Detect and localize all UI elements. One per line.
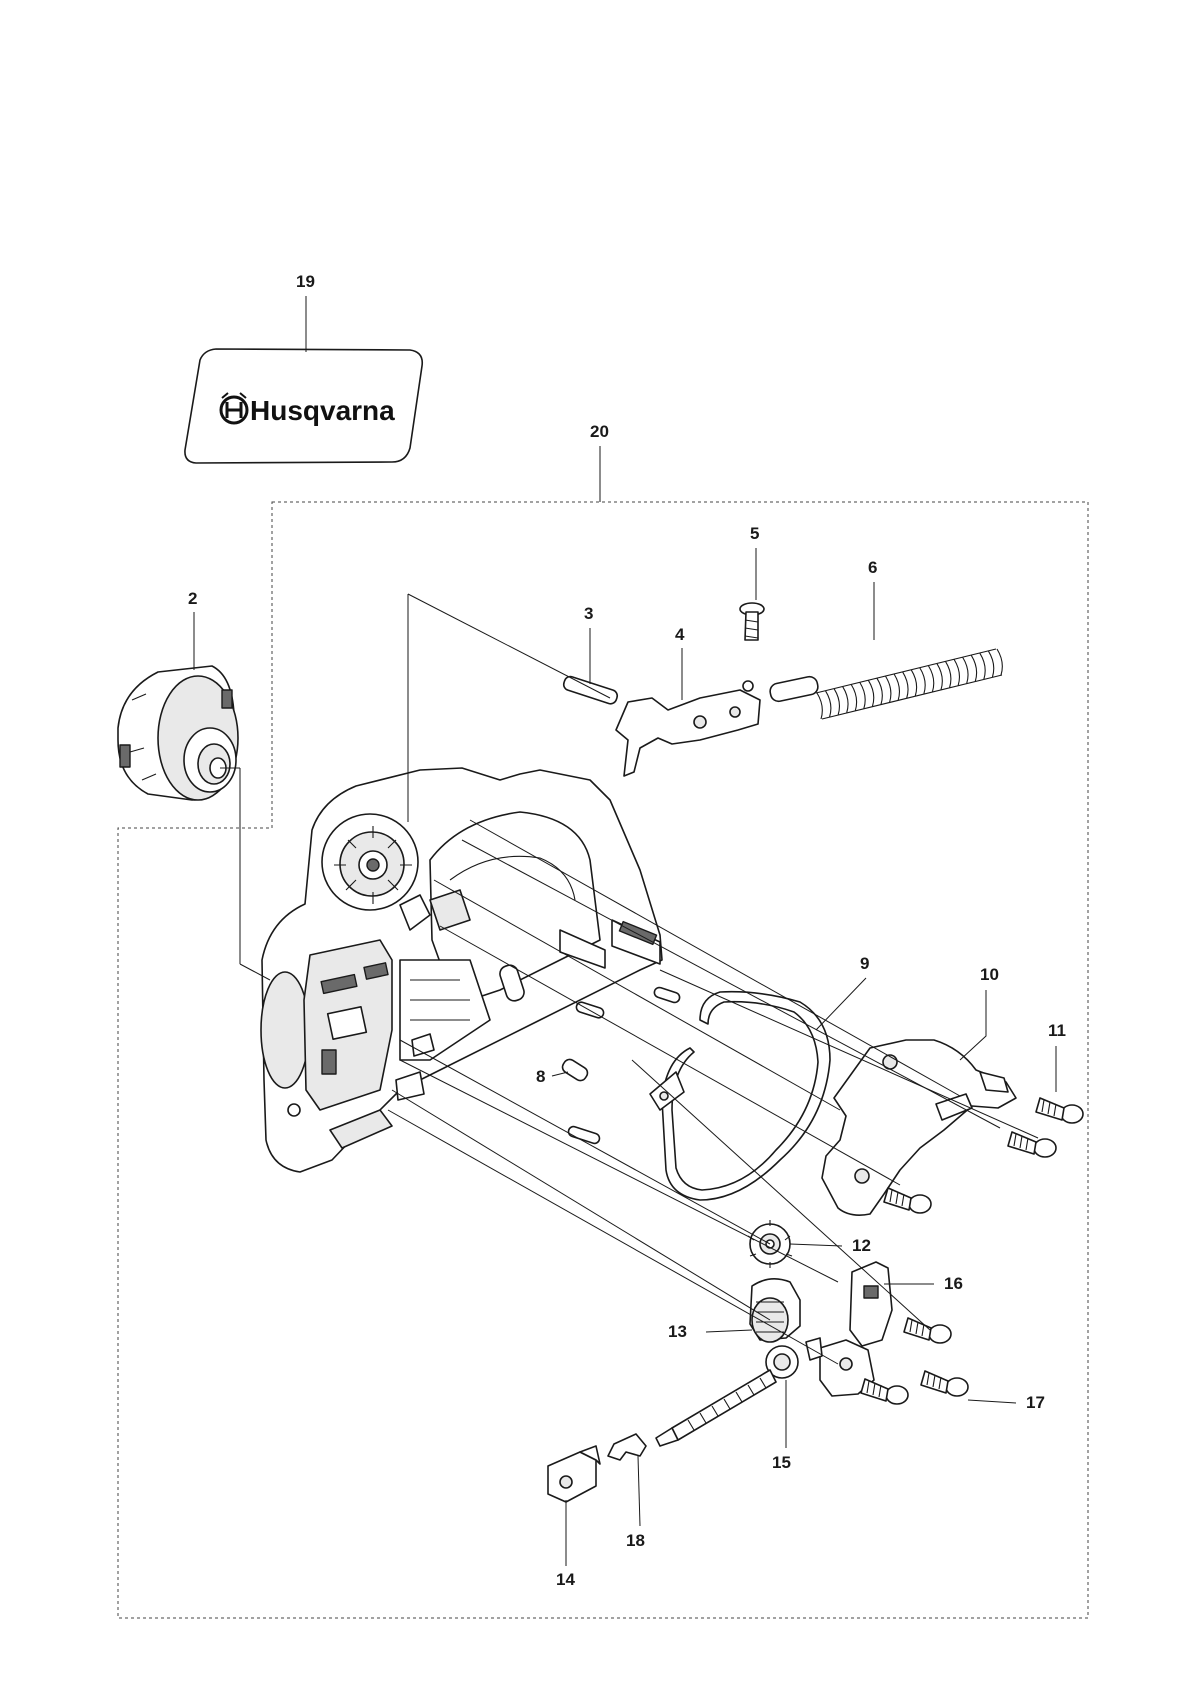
callout-8: 8	[536, 1067, 545, 1086]
part-13-gear-assembly	[749, 1278, 801, 1343]
callout-11: 11	[1048, 1021, 1066, 1040]
callout-6: 6	[868, 558, 877, 577]
exploded-view-lines	[220, 593, 1039, 1365]
leader-lines	[193, 296, 1057, 1566]
callout-14: 14	[556, 1570, 575, 1589]
part-5-screw	[739, 602, 765, 641]
leader-10	[959, 990, 987, 1061]
spring-coil-lines	[815, 648, 1003, 720]
part-10-plate	[821, 1039, 1017, 1216]
part-11-screw-a	[1035, 1097, 1084, 1124]
callout-19: 19	[296, 272, 315, 291]
callout-10: 10	[980, 965, 999, 984]
callout-15: 15	[772, 1453, 791, 1472]
callout-18: 18	[626, 1531, 645, 1550]
part-17-screw-a	[903, 1317, 952, 1344]
part-9-brake-band	[649, 990, 831, 1201]
leader-8	[551, 1071, 569, 1077]
part-4-lever	[615, 680, 761, 777]
leader-18	[637, 1455, 641, 1527]
callout-20: 20	[590, 422, 609, 441]
part-18-clip	[607, 1433, 647, 1461]
callout-5: 5	[750, 524, 759, 543]
callout-12: 12	[852, 1236, 871, 1255]
callout-9: 9	[860, 954, 869, 973]
leader-12	[789, 1243, 843, 1247]
part-14-nut	[547, 1445, 601, 1503]
part-3-pin	[562, 675, 619, 705]
assembly-20-boundary	[117, 501, 1089, 1619]
callout-13: 13	[668, 1322, 687, 1341]
part-6-spring	[769, 648, 1003, 720]
part-16-bracket	[805, 1261, 893, 1397]
leader-13	[705, 1329, 753, 1333]
leader-17	[967, 1399, 1017, 1404]
part-17-screw-c	[860, 1378, 909, 1405]
part-8-pin	[561, 1058, 589, 1082]
part-2-drum	[117, 665, 239, 801]
part-11-screw-c	[883, 1187, 932, 1214]
callout-3: 3	[584, 604, 593, 623]
leader-9	[815, 977, 867, 1031]
chain-cover-housing	[260, 767, 681, 1173]
husqvarna-logo-icon	[219, 392, 249, 425]
part-17-screw-b	[920, 1370, 969, 1397]
callout-17: 17	[1026, 1393, 1045, 1412]
part-15-tensioner-screw	[655, 1345, 799, 1447]
part-11-screw-b	[1007, 1131, 1057, 1158]
callout-4: 4	[675, 625, 685, 644]
decal-19: Husqvarna	[184, 348, 424, 464]
decal-brand-text: Husqvarna	[250, 395, 395, 426]
callout-16: 16	[944, 1274, 963, 1293]
callout-2: 2	[188, 589, 197, 608]
